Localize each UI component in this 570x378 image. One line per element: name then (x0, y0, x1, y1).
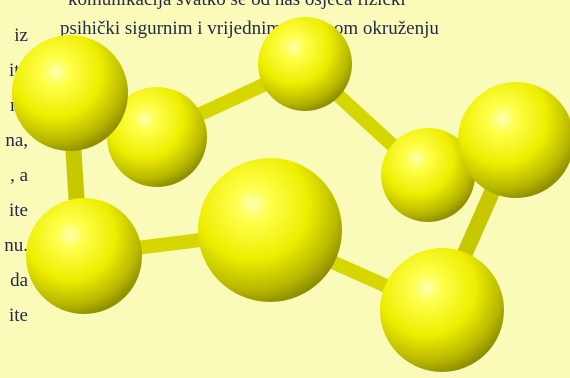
left-text-fragment: na, (5, 130, 28, 151)
atom (107, 87, 207, 187)
atom (381, 128, 475, 222)
atom (12, 35, 128, 151)
paragraph-line-1: komunikacija svatko se od nas osjeća fiz… (68, 0, 406, 11)
atom-group (12, 17, 570, 372)
left-text-fragment: ite (9, 200, 28, 221)
left-text-fragment: da (10, 270, 28, 291)
left-text-fragment: , a (10, 165, 28, 186)
left-text-fragment: nu. (4, 235, 28, 256)
paragraph-line-2: psihički sigurnim i vrijednim u radnom o… (60, 18, 439, 39)
atom (26, 198, 142, 314)
left-text-fragment: iz (14, 25, 28, 46)
atom (458, 82, 570, 198)
left-text-fragment: ite (9, 305, 28, 326)
atom (198, 158, 342, 302)
atom (258, 17, 352, 111)
atom (380, 248, 504, 372)
